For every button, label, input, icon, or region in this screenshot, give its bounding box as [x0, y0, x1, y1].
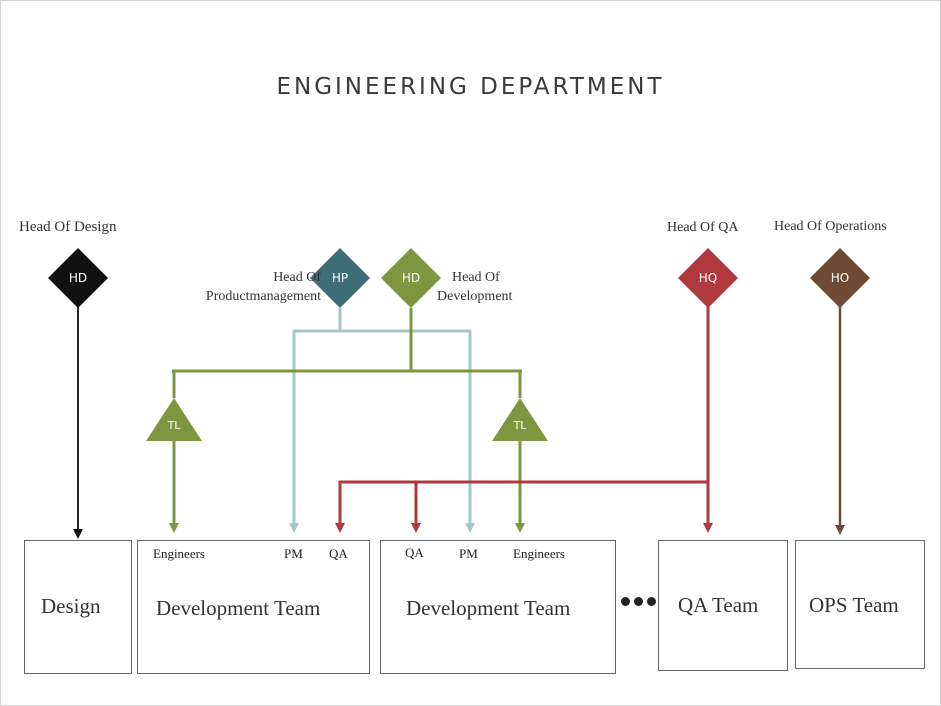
role-engineers-1: Engineers [153, 546, 205, 561]
qa-connectors [335, 305, 713, 533]
team-box-development-1 [137, 540, 370, 674]
head-development-label-line2: Development [437, 289, 513, 304]
team-lead-code-2: TL [513, 419, 528, 432]
head-design-code: HD [69, 271, 87, 285]
head-operations-label: Head Of Operations [774, 219, 887, 234]
team-lead-code-1: TL [167, 419, 182, 432]
head-design-diamond [48, 248, 108, 308]
role-pm-1: PM [284, 546, 303, 561]
page-title: ENGINEERING DEPARTMENT [276, 74, 665, 100]
head-development-label-line1: Head Of [452, 270, 500, 285]
team-name-development-2: Development Team [406, 596, 571, 620]
team-lead-triangle-1 [146, 398, 202, 441]
ellipsis-dots [621, 597, 656, 606]
team-name-qa: QA Team [678, 593, 759, 617]
head-product-label-line1: Head Of [273, 270, 321, 285]
head-development-label: Head Of Development [437, 268, 512, 306]
head-product-diamond [310, 248, 370, 308]
team-name-design: Design [41, 594, 101, 618]
head-operations-diamond [810, 248, 870, 308]
team-box-development-2 [380, 540, 616, 674]
head-product-label: Head Of Productmanagement [170, 268, 321, 306]
head-design-label: Head Of Design [19, 219, 117, 235]
head-qa-diamond [678, 248, 738, 308]
dot [634, 597, 643, 606]
team-name-ops: OPS Team [809, 593, 899, 617]
team-lead-triangle-2 [492, 398, 548, 441]
head-development-diamond [381, 248, 441, 308]
team-box-design [24, 540, 132, 674]
head-qa-label: Head Of QA [667, 220, 739, 235]
head-qa-code: HQ [699, 271, 717, 285]
role-engineers-2: Engineers [513, 546, 565, 561]
product-connectors [289, 308, 475, 533]
team-name-development-1: Development Team [156, 596, 321, 620]
dot [621, 597, 630, 606]
development-connectors [169, 308, 525, 533]
team-box-ops [795, 540, 925, 669]
role-pm-2: PM [459, 546, 478, 561]
head-product-label-line2: Productmanagement [205, 289, 321, 304]
team-box-qa [658, 540, 788, 671]
head-development-code: HD [402, 271, 420, 285]
role-qa-2: QA [405, 545, 424, 560]
head-operations-code: HO [831, 271, 849, 285]
role-qa-1: QA [329, 546, 348, 561]
dot [647, 597, 656, 606]
head-product-code: HP [332, 271, 348, 285]
